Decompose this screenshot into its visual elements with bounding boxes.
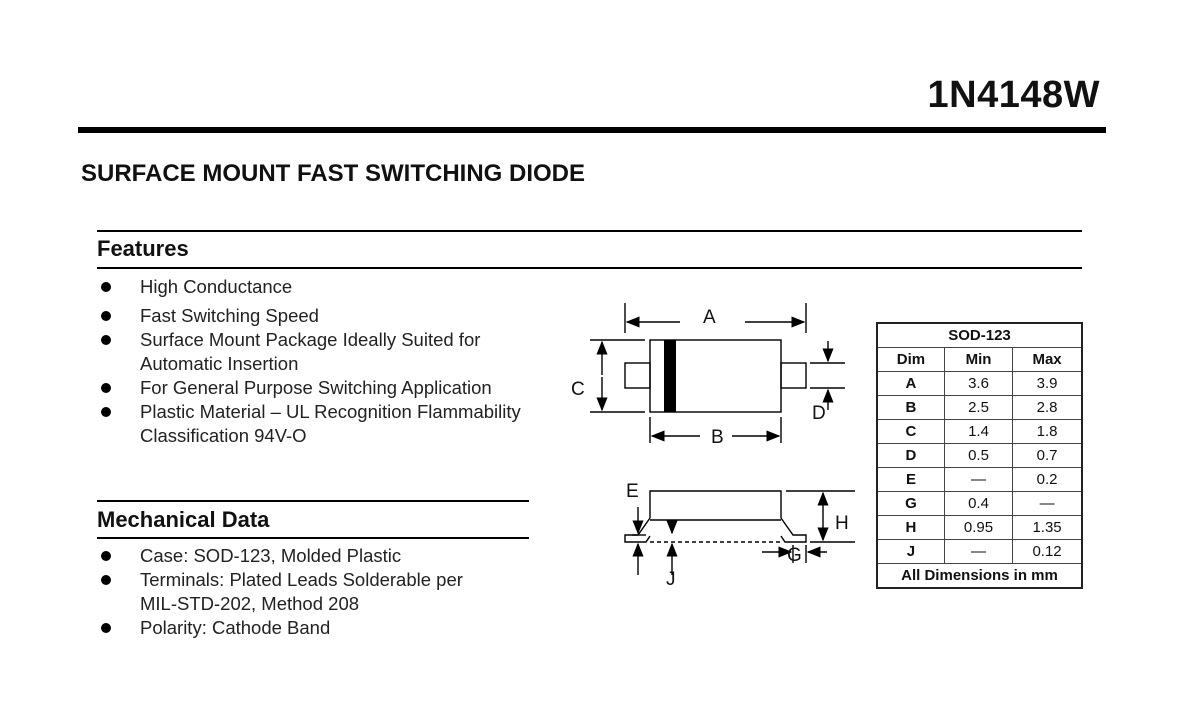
list-item-text: Plastic Material – UL Recognition Flamma… [140,401,521,422]
header-rule [78,127,1106,133]
bullet-icon [101,407,111,417]
dim-cell: J [876,539,945,564]
package-outline-diagram: A C B D E H J G [571,303,855,590]
list-item-text: Fast Switching Speed [140,305,319,326]
dim-label-c: C [571,379,585,400]
max-cell: 1.35 [1012,515,1083,540]
dim-cell: E [876,467,945,492]
table-row: J—0.12 [876,539,1083,564]
dim-label-g: G [787,545,802,566]
list-item: For General Purpose Switching Applicatio… [98,376,578,400]
dim-cell: D [876,443,945,468]
dim-cell: H [876,515,945,540]
list-item: Case: SOD-123, Molded Plastic [98,544,538,568]
table-footer-units: All Dimensions in mm [876,563,1083,589]
max-cell: 2.8 [1012,395,1083,420]
table-row: E—0.2 [876,467,1083,492]
bullet-icon [101,575,111,585]
bullet-icon [101,335,111,345]
dim-label-j: J [666,569,676,590]
mechanical-top-rule [97,500,529,502]
document-subtitle: SURFACE MOUNT FAST SWITCHING DIODE [81,160,585,187]
min-cell: 0.4 [943,491,1014,516]
list-item-text: Classification 94V-O [140,425,307,446]
col-header-max: Max [1012,347,1083,372]
dim-label-d: D [812,403,826,424]
list-item: Fast Switching Speed [98,304,578,328]
lead-right-top-view [780,362,807,389]
dim-cell: B [876,395,945,420]
list-item: High Conductance [98,275,578,299]
list-item-text: MIL-STD-202, Method 208 [140,593,360,614]
bullet-icon [101,311,111,321]
dim-label-h: H [835,513,849,534]
list-item-text: Surface Mount Package Ideally Suited for [140,329,481,350]
list-item-text: For General Purpose Switching Applicatio… [140,377,492,398]
dim-cell: G [876,491,945,516]
part-number: 1N4148W [927,74,1100,116]
max-cell: 3.9 [1012,371,1083,396]
min-cell: 1.4 [943,419,1014,444]
mechanical-title: Mechanical Data [97,507,270,532]
list-item: Plastic Material – UL Recognition Flamma… [98,400,578,448]
list-item-text: Automatic Insertion [140,353,299,374]
features-top-rule [97,230,1082,232]
col-header-dim: Dim [876,347,945,372]
dim-cell: C [876,419,945,444]
max-cell: 1.8 [1012,419,1083,444]
dim-label-b: B [711,427,724,448]
bullet-icon [101,383,111,393]
max-cell: 0.7 [1012,443,1083,468]
list-item-text: Case: SOD-123, Molded Plastic [140,545,402,566]
list-item-text: Terminals: Plated Leads Solderable per [140,569,463,590]
dim-cell: A [876,371,945,396]
table-package-name: SOD-123 [876,322,1083,348]
list-item: Surface Mount Package Ideally Suited for… [98,328,578,376]
bullet-icon [101,282,111,292]
bullet-icon [101,551,111,561]
min-cell: — [943,467,1014,492]
list-item-text: High Conductance [140,276,293,297]
features-bottom-rule [97,267,1082,269]
max-cell: — [1012,491,1083,516]
cathode-band [664,340,676,412]
lead-left-top-view [624,362,651,389]
list-item-text: Polarity: Cathode Band [140,617,331,638]
bullet-icon [101,623,111,633]
list-item: Polarity: Cathode Band [98,616,538,640]
dim-label-a: A [703,307,716,328]
min-cell: 3.6 [943,371,1014,396]
diode-body-side-view [649,490,782,518]
mechanical-bottom-rule [97,537,529,539]
max-cell: 0.12 [1012,539,1083,564]
col-header-min: Min [943,347,1014,372]
min-cell: 0.95 [943,515,1014,540]
max-cell: 0.2 [1012,467,1083,492]
min-cell: 0.5 [943,443,1014,468]
features-title: Features [97,236,189,261]
min-cell: 2.5 [943,395,1014,420]
dim-label-e: E [626,481,639,502]
min-cell: — [943,539,1014,564]
